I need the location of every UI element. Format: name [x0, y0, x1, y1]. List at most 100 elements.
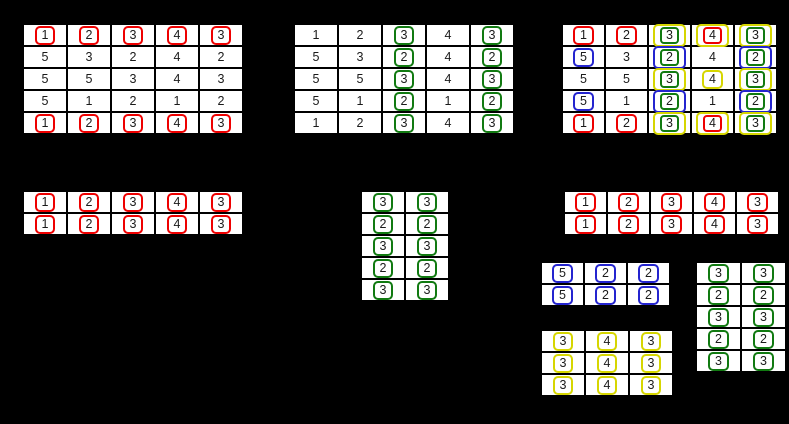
highlight-box-green: 2: [753, 329, 774, 349]
cell-value: 3: [129, 115, 137, 130]
table-cell: 2: [362, 214, 404, 234]
highlight-box-green: 3: [393, 25, 415, 45]
table-cell: 4: [156, 25, 198, 45]
highlight-box-red: 3: [661, 192, 682, 212]
cell-value: 3: [423, 194, 431, 209]
highlight-box-yellow: 4: [596, 331, 618, 351]
cell-value: 2: [217, 49, 225, 64]
table-cell: 2: [697, 329, 740, 349]
table-cell: 3: [112, 25, 154, 45]
cell-value: 2: [356, 115, 364, 130]
highlight-box-red: 1: [575, 214, 596, 234]
table-cell: 5: [542, 263, 583, 283]
cell-value: 3: [559, 355, 567, 370]
cell-value: 3: [668, 216, 675, 231]
cell-value: 2: [625, 194, 632, 209]
cell-value: 2: [129, 93, 137, 108]
cell-value: 5: [41, 49, 49, 64]
table-cell: 3: [697, 307, 740, 327]
table-cell: 3: [68, 47, 110, 67]
table-cell: 2: [406, 258, 448, 278]
highlight-box-blue: 2: [595, 263, 616, 283]
highlight-box-yellow: 3: [640, 353, 662, 373]
table-cell: 1: [295, 25, 337, 45]
cell-value: 4: [709, 115, 716, 130]
table-cell: 3: [406, 236, 448, 256]
table-cell: 3: [471, 25, 513, 45]
cell-value: 4: [173, 115, 181, 130]
table-cell: 4: [586, 331, 628, 351]
highlight-box-green: 2: [393, 91, 415, 111]
cell-value: 1: [582, 216, 589, 231]
cell-value: 2: [85, 27, 93, 42]
table-cell: 4: [692, 47, 733, 67]
table-cell: 4: [694, 214, 735, 234]
table-cell: 3: [649, 67, 690, 91]
table-cell: 3: [383, 113, 425, 133]
highlight-box-red: 1: [573, 113, 594, 133]
cell-value: 3: [760, 309, 767, 324]
cell-value: 1: [444, 93, 452, 108]
highlight-box-blue: 2: [638, 263, 659, 283]
highlight-box-green: 2: [393, 47, 415, 67]
table-cell: 4: [692, 23, 733, 47]
highlight-box-yellow: 3: [739, 67, 772, 91]
cell-value: 2: [602, 265, 609, 280]
highlight-box-green: 3: [393, 113, 415, 133]
cell-value: 4: [173, 194, 181, 209]
cell-value: 5: [41, 93, 49, 108]
highlight-box-red: 4: [166, 113, 188, 133]
cell-value: 3: [715, 353, 722, 368]
highlight-box-red: 4: [703, 26, 722, 44]
cell-value: 2: [400, 93, 408, 108]
cell-value: 3: [559, 333, 567, 348]
highlight-box-green: 3: [416, 236, 438, 256]
highlight-box-yellow: 3: [552, 331, 574, 351]
highlight-box-green: 2: [708, 329, 729, 349]
table-cell: 3: [630, 353, 672, 373]
table-cell: 3: [606, 47, 647, 67]
cell-value: 3: [752, 115, 759, 130]
highlight-box-green: 2: [708, 285, 729, 305]
table-cell: 2: [735, 45, 776, 69]
highlight-box-red: 1: [34, 214, 56, 234]
table-cell: 3: [651, 192, 692, 212]
table-cell: 3: [737, 192, 778, 212]
table-cell: 3: [200, 214, 242, 234]
cell-value: 2: [760, 331, 767, 346]
table-cell: 4: [156, 47, 198, 67]
table-cell: 1: [563, 113, 604, 133]
highlight-box-red: 3: [122, 113, 144, 133]
cell-value: 2: [645, 287, 652, 302]
cell-value: 2: [715, 331, 722, 346]
table-cell: 3: [112, 69, 154, 89]
table-cell: 3: [383, 69, 425, 89]
highlight-box-red: 3: [210, 192, 232, 212]
table-cell: 1: [24, 192, 66, 212]
table-cell: 2: [608, 214, 649, 234]
highlight-box-green: 3: [372, 192, 394, 212]
highlight-box-red: 4: [166, 214, 188, 234]
cell-value: 3: [760, 353, 767, 368]
highlight-box-green: 2: [660, 48, 679, 66]
cell-value: 3: [754, 194, 761, 209]
table-cell: 3: [406, 192, 448, 212]
table-cell: 2: [471, 47, 513, 67]
cell-value: 1: [356, 93, 364, 108]
table-cell: 3: [649, 23, 690, 47]
cell-value: 3: [217, 27, 225, 42]
table-cell: 5: [24, 91, 66, 111]
table-cell: 2: [628, 285, 669, 305]
table-cell: 1: [565, 214, 606, 234]
highlight-box-yellow: 4: [596, 353, 618, 373]
table-cell: 3: [200, 192, 242, 212]
cell-value: 3: [715, 309, 722, 324]
table-cell: 5: [563, 47, 604, 67]
cell-value: 4: [444, 71, 452, 86]
cell-value: 1: [709, 93, 716, 108]
cell-value: 3: [488, 27, 496, 42]
table-cell: 2: [649, 89, 690, 113]
cell-value: 3: [217, 115, 225, 130]
